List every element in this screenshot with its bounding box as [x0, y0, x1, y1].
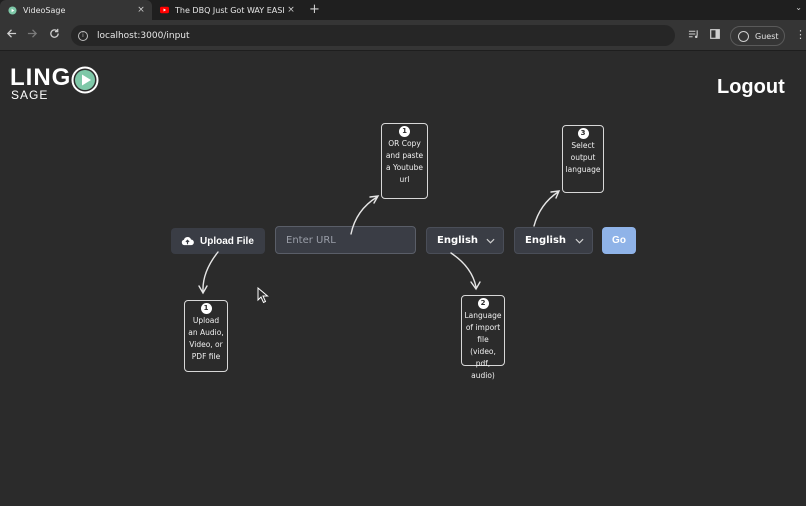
input-language-value: English [437, 235, 479, 246]
logout-link[interactable]: Logout [717, 76, 785, 98]
mouse-cursor-icon [257, 287, 269, 304]
profile-label: Guest [755, 31, 779, 41]
browser-menu-icon[interactable]: ⋮ [795, 28, 806, 41]
tab-strip: VideoSage × The DBQ Just Got WAY EASIER … [0, 0, 806, 20]
annotation-arrows [198, 190, 561, 295]
input-language-select[interactable]: English [426, 227, 504, 254]
guest-avatar-icon [738, 30, 749, 42]
logo-play-icon [71, 66, 99, 94]
arrow-head [369, 195, 380, 204]
profile-button[interactable]: Guest [730, 26, 785, 46]
chevron-down-icon [575, 238, 584, 244]
page-content: LING SAGE Logout Upload File English Eng… [0, 52, 806, 506]
back-icon[interactable] [6, 28, 17, 42]
tab-search-icon[interactable]: ⌄ [795, 3, 802, 12]
go-button[interactable]: Go [602, 227, 636, 254]
youtube-favicon-icon [160, 6, 169, 15]
annotation-text: Language of import file (video, pdf, aud… [464, 311, 502, 380]
output-language-select[interactable]: English [514, 227, 593, 254]
upload-file-button[interactable]: Upload File [171, 228, 265, 254]
tab-videosage[interactable]: VideoSage × [0, 0, 152, 20]
annotation-number: 3 [577, 128, 589, 139]
chevron-down-icon [486, 238, 495, 244]
videosage-favicon-icon [8, 5, 17, 15]
browser-toolbar: i localhost:3000/input Guest ⋮ [0, 20, 806, 51]
arrow-to-upload-note [202, 251, 219, 293]
annotation-input-language: 2 Language of import file (video, pdf, a… [461, 295, 505, 380]
lingosage-logo[interactable]: LING SAGE [10, 64, 105, 102]
url-input[interactable] [275, 226, 416, 254]
arrow-head [550, 190, 561, 199]
side-panel-icon[interactable] [710, 29, 720, 42]
address-bar[interactable]: i localhost:3000/input [71, 25, 675, 46]
forward-icon[interactable] [27, 28, 38, 42]
annotation-text: Upload an Audio, Video, or PDF file [188, 316, 224, 361]
tab-close-icon[interactable]: × [287, 5, 295, 15]
annotation-url: 1 OR Copy and paste a Youtube url [381, 123, 428, 199]
tab-title: The DBQ Just Got WAY EASIER [175, 5, 284, 15]
annotation-number: 2 [477, 298, 489, 309]
reload-icon[interactable] [49, 28, 60, 42]
annotation-number: 1 [399, 126, 410, 137]
cloud-upload-icon [181, 237, 194, 246]
arrow-to-input-language-note [450, 252, 477, 288]
annotation-upload: 1 Upload an Audio, Video, or PDF file [184, 300, 228, 372]
site-info-icon[interactable]: i [78, 30, 88, 41]
annotation-text: Select output language [565, 141, 601, 174]
tab-title: VideoSage [23, 5, 66, 15]
media-controls-icon[interactable] [688, 29, 699, 42]
arrow-head [470, 281, 481, 291]
annotation-output-language: 3 Select output language [562, 125, 604, 193]
annotation-number: 1 [200, 303, 212, 314]
output-language-value: English [525, 235, 567, 246]
logo-text-top: LING [10, 64, 72, 91]
tab-close-icon[interactable]: × [137, 5, 145, 15]
address-url: localhost:3000/input [97, 30, 190, 41]
upload-file-label: Upload File [200, 235, 254, 247]
tab-youtube[interactable]: The DBQ Just Got WAY EASIER × [152, 0, 302, 20]
arrow-to-output-note [533, 191, 559, 227]
annotation-text: OR Copy and paste a Youtube url [385, 139, 424, 184]
logo-text-bottom: SAGE [11, 88, 49, 102]
arrow-head [198, 285, 208, 295]
new-tab-button[interactable]: + [309, 2, 320, 17]
